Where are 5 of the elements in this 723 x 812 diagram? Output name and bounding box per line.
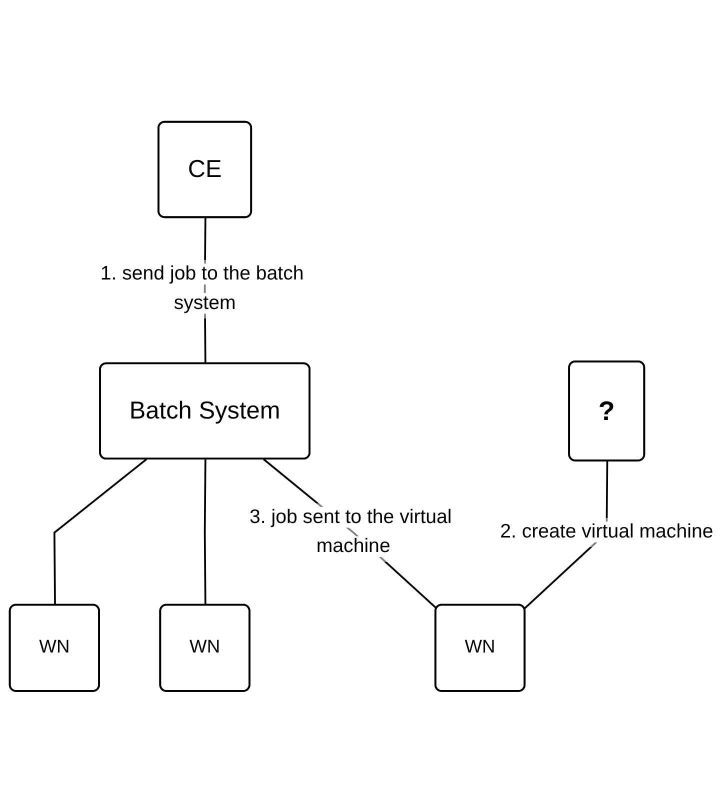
connector — [204, 458, 206, 605]
connector — [54, 458, 148, 605]
edge-label: 2. create virtual machine — [500, 521, 714, 542]
edge-label: 1. send job to the batch system — [100, 263, 304, 314]
edge-label: 3. job sent to the virtual machine — [250, 506, 452, 557]
